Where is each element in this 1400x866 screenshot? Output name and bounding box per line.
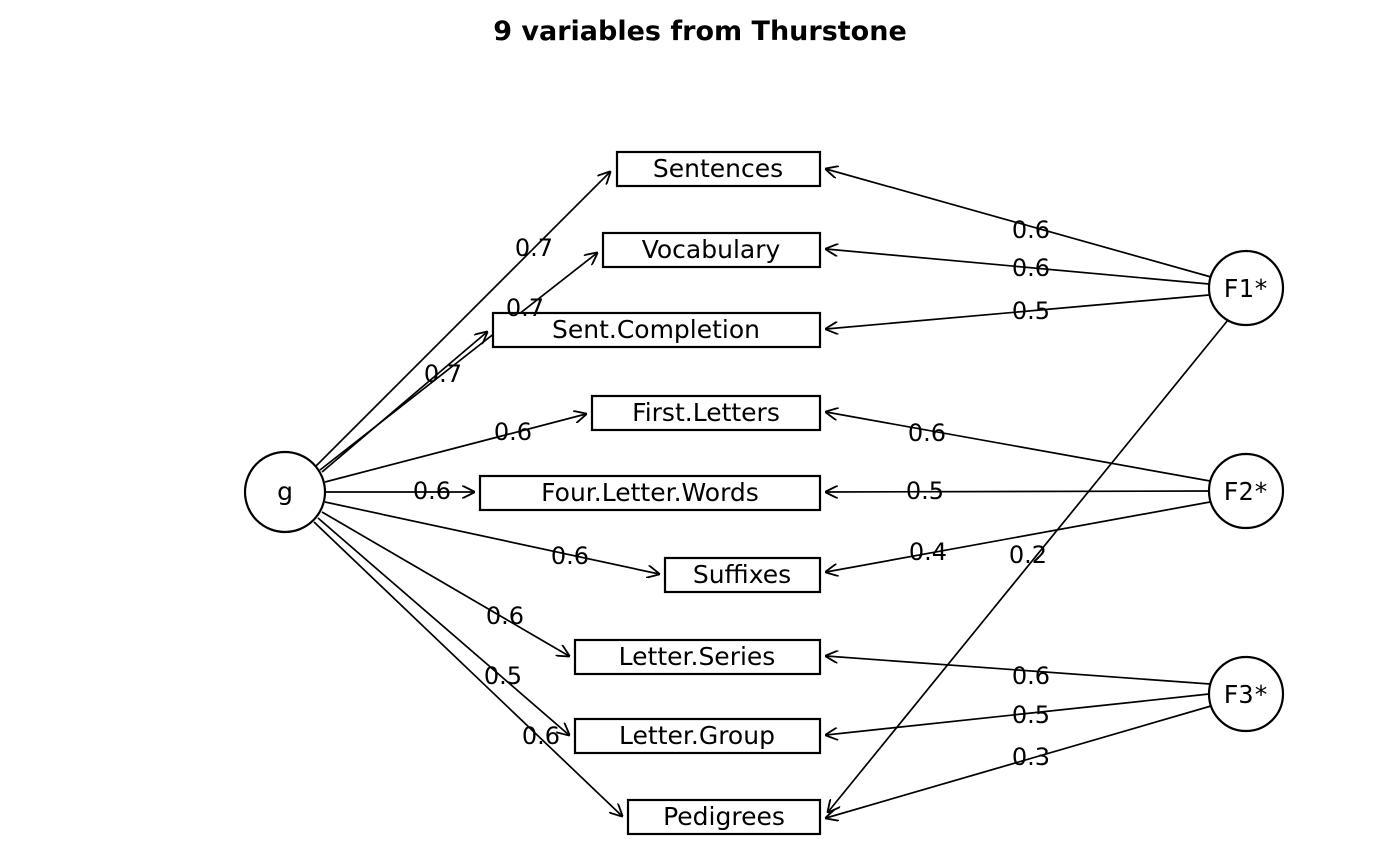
label-f1-sentences: 0.6	[1012, 216, 1050, 244]
latent-factor-nodes: g F1* F2* F3*	[243, 249, 1285, 733]
node-first-letters-box[interactable]	[590, 394, 822, 432]
edge-f1-sentences	[826, 169, 1212, 278]
edge-f1-sent-completion	[826, 294, 1210, 329]
node-f3-circle[interactable]	[1207, 655, 1285, 733]
node-first-letters-label: First.Letters	[632, 398, 780, 427]
node-four-letter-words-box[interactable]	[478, 474, 822, 512]
node-f3-label: F3*	[1223, 680, 1268, 709]
group-loading-labels: 0.6 0.6 0.5 0.2 0.6 0.5 0.4 0.6 0.5 0.3	[906, 216, 1050, 771]
label-g-letter-group: 0.5	[484, 662, 522, 690]
node-letter-series-label: Letter.Series	[619, 642, 776, 671]
edge-g-sentences	[314, 172, 610, 468]
node-letter-group[interactable]: Letter.Group	[573, 717, 822, 755]
edge-g-letter-group	[317, 517, 569, 735]
label-f1-vocabulary: 0.6	[1012, 254, 1050, 282]
node-vocabulary-box[interactable]	[601, 231, 822, 269]
f3-loading-edges	[826, 656, 1212, 818]
edge-f1-vocabulary	[826, 249, 1210, 285]
label-f1-pedigrees: 0.2	[1009, 541, 1047, 569]
edge-g-suffixes	[324, 501, 659, 574]
edge-f1-pedigrees	[828, 319, 1229, 812]
node-four-letter-words-label: Four.Letter.Words	[541, 478, 759, 507]
label-g-suffixes: 0.6	[551, 542, 589, 570]
f1-loading-edges	[826, 169, 1229, 812]
node-pedigrees[interactable]: Pedigrees	[626, 798, 822, 836]
node-sent-completion-label: Sent.Completion	[552, 315, 760, 344]
label-g-four-letter-words: 0.6	[413, 477, 451, 505]
label-f2-four-letter-words: 0.5	[906, 477, 944, 505]
g-loading-edges	[313, 172, 659, 816]
label-g-first-letters: 0.6	[494, 418, 532, 446]
node-pedigrees-label: Pedigrees	[663, 802, 785, 831]
node-suffixes[interactable]: Suffixes	[663, 556, 822, 594]
node-four-letter-words[interactable]: Four.Letter.Words	[478, 474, 822, 512]
label-g-sentences: 0.7	[515, 234, 553, 262]
node-f2[interactable]: F2*	[1207, 452, 1285, 530]
node-first-letters[interactable]: First.Letters	[590, 394, 822, 432]
node-suffixes-box[interactable]	[663, 556, 822, 594]
node-pedigrees-box[interactable]	[626, 798, 822, 836]
label-g-pedigrees: 0.6	[522, 722, 560, 750]
node-sentences-box[interactable]	[615, 150, 822, 188]
edge-g-pedigrees	[313, 521, 622, 816]
edge-g-first-letters	[324, 414, 586, 483]
label-f3-pedigrees: 0.3	[1012, 743, 1050, 771]
node-sent-completion-box[interactable]	[491, 311, 822, 349]
label-g-letter-series: 0.6	[486, 602, 524, 630]
g-loading-labels: 0.7 0.7 0.7 0.6 0.6 0.6 0.6 0.5 0.6	[413, 234, 589, 750]
node-f1-circle[interactable]	[1207, 249, 1285, 327]
node-f2-circle[interactable]	[1207, 452, 1285, 530]
node-f2-label: F2*	[1223, 477, 1268, 506]
edge-f2-four-letter-words	[826, 491, 1210, 492]
label-f2-first-letters: 0.6	[908, 419, 946, 447]
node-f1-label: F1*	[1223, 274, 1268, 303]
label-f1-sent-completion: 0.5	[1012, 297, 1050, 325]
node-vocabulary[interactable]: Vocabulary	[601, 231, 822, 269]
node-f3[interactable]: F3*	[1207, 655, 1285, 733]
edge-g-letter-series	[321, 511, 569, 656]
label-g-vocabulary: 0.7	[506, 294, 544, 322]
edge-f3-letter-series	[826, 656, 1211, 685]
observed-variable-nodes: Sentences Vocabulary Sent.Completion Fir…	[478, 150, 822, 836]
edge-g-sent-completion	[321, 332, 487, 473]
label-f3-letter-series: 0.6	[1012, 662, 1050, 690]
node-letter-series[interactable]: Letter.Series	[573, 638, 822, 676]
edge-f3-letter-group	[826, 693, 1210, 735]
node-sentences-label: Sentences	[653, 154, 783, 183]
label-f3-letter-group: 0.5	[1012, 701, 1050, 729]
node-letter-series-box[interactable]	[573, 638, 822, 676]
label-g-sent-completion: 0.7	[424, 360, 462, 388]
node-sent-completion[interactable]: Sent.Completion	[491, 311, 822, 349]
node-f1[interactable]: F1*	[1207, 249, 1285, 327]
node-g-label: g	[277, 477, 293, 506]
node-vocabulary-label: Vocabulary	[642, 235, 781, 264]
node-letter-group-label: Letter.Group	[619, 721, 775, 750]
node-sentences[interactable]: Sentences	[615, 150, 822, 188]
edge-f3-pedigrees	[826, 705, 1212, 818]
f2-loading-edges	[826, 412, 1211, 572]
edge-f2-suffixes	[826, 501, 1211, 572]
node-g-circle[interactable]	[243, 450, 327, 534]
node-g[interactable]: g	[243, 450, 327, 534]
page-title: 9 variables from Thurstone	[493, 16, 907, 47]
node-letter-group-box[interactable]	[573, 717, 822, 755]
edge-f2-first-letters	[826, 412, 1211, 482]
label-f2-suffixes: 0.4	[909, 538, 947, 566]
node-suffixes-label: Suffixes	[693, 560, 791, 589]
